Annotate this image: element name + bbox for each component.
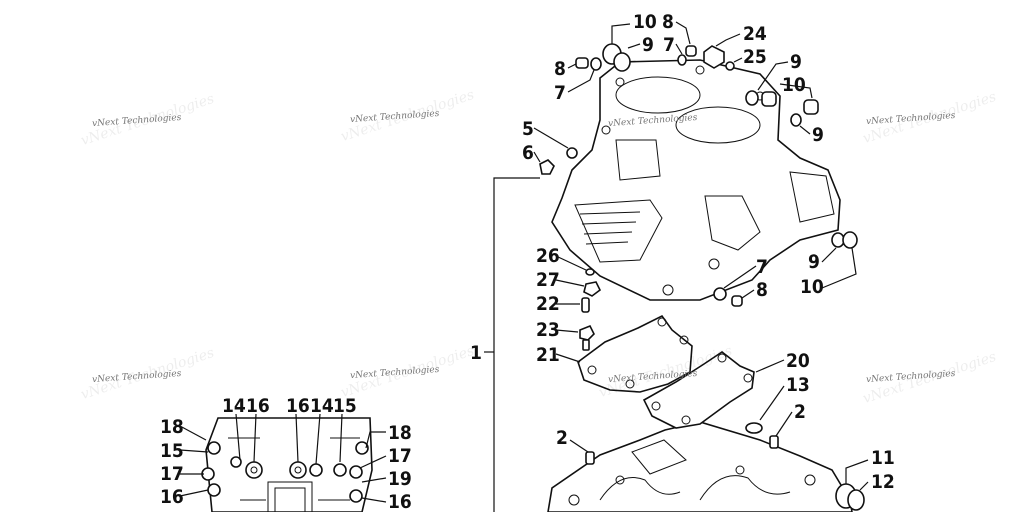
callout-8: 8 bbox=[554, 58, 566, 80]
callout-2: 2 bbox=[556, 427, 568, 449]
callout-17: 17 bbox=[160, 463, 184, 485]
callout-11: 11 bbox=[871, 447, 895, 469]
callout-27: 27 bbox=[536, 269, 560, 291]
callout-19: 19 bbox=[388, 468, 412, 490]
callout-25: 25 bbox=[743, 46, 767, 68]
callout-1: 1 bbox=[470, 342, 482, 364]
callout-7: 7 bbox=[554, 82, 566, 104]
callout-22: 22 bbox=[536, 293, 560, 315]
callout-12: 12 bbox=[871, 471, 895, 493]
callout-7: 7 bbox=[663, 34, 675, 56]
cover-plate-20 bbox=[642, 351, 755, 429]
small-parts bbox=[539, 43, 865, 511]
callout-16: 16 bbox=[388, 491, 412, 512]
cover-plate-21 bbox=[577, 314, 693, 393]
callout-8: 8 bbox=[756, 279, 768, 301]
callout-9: 9 bbox=[642, 34, 654, 56]
callout-23: 23 bbox=[536, 319, 560, 341]
callout-18: 18 bbox=[160, 416, 184, 438]
callout-7: 7 bbox=[756, 256, 768, 278]
callout-2: 2 bbox=[794, 401, 806, 423]
crankcase-bottom-view bbox=[201, 417, 373, 512]
callout-16: 16 bbox=[286, 395, 310, 417]
callout-16: 16 bbox=[160, 486, 184, 508]
callout-10: 10 bbox=[782, 74, 806, 96]
callout-9: 9 bbox=[790, 51, 802, 73]
callout-15: 15 bbox=[160, 440, 184, 462]
callout-26: 26 bbox=[536, 245, 560, 267]
lower-crankcase bbox=[547, 421, 853, 512]
callout-14: 14 bbox=[222, 395, 246, 417]
callout-15: 15 bbox=[333, 395, 357, 417]
callout-18: 18 bbox=[388, 422, 412, 444]
callout-21: 21 bbox=[536, 344, 560, 366]
callout-9: 9 bbox=[812, 124, 824, 146]
callout-8: 8 bbox=[662, 11, 674, 33]
callout-labels: 10 8 9 7 24 25 8 7 9 10 9 5 6 26 27 22 2… bbox=[160, 11, 895, 512]
callout-6: 6 bbox=[522, 142, 534, 164]
leader-lines bbox=[179, 21, 869, 512]
callout-24: 24 bbox=[743, 23, 767, 45]
callout-10: 10 bbox=[800, 276, 824, 298]
callout-13: 13 bbox=[786, 374, 810, 396]
callout-10: 10 bbox=[633, 11, 657, 33]
callout-9: 9 bbox=[808, 251, 820, 273]
callout-17: 17 bbox=[388, 445, 412, 467]
callout-5: 5 bbox=[522, 118, 534, 140]
callout-14: 14 bbox=[310, 395, 334, 417]
callout-20: 20 bbox=[786, 350, 810, 372]
callout-16: 16 bbox=[246, 395, 270, 417]
cylinder-block bbox=[551, 59, 841, 301]
